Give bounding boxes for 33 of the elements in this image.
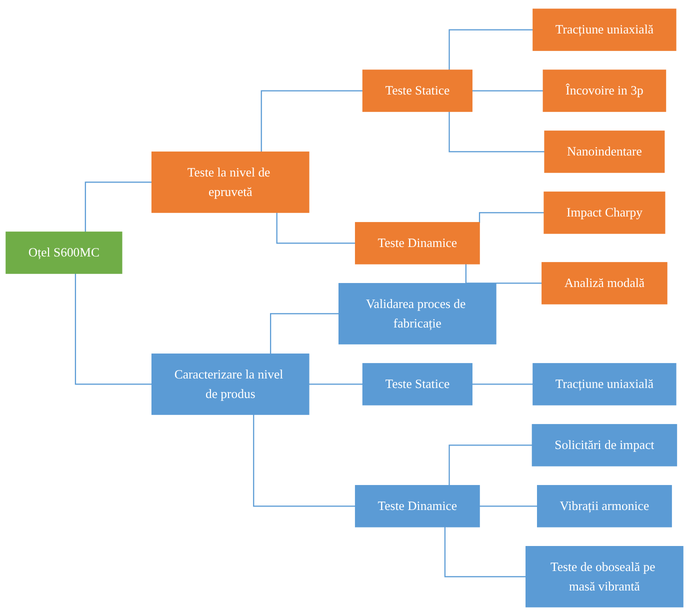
connector: [74, 274, 152, 385]
node-box: Teste Dinamice: [354, 222, 480, 264]
node-box: Analiză modală: [542, 262, 668, 304]
connector: [472, 384, 533, 385]
node-box: Tracțiune uniaxială: [532, 363, 676, 406]
connector: [260, 90, 363, 152]
node-box: Teste la nivel de epruvetă: [151, 152, 310, 213]
node-box: Teste Dinamice: [354, 485, 480, 528]
node-box: Impact Charpy: [544, 192, 666, 234]
node-box: Teste de oboseală pe masă vibrantă: [526, 546, 684, 608]
node-box: Vibrații armonice: [537, 485, 672, 528]
node-box: Teste Statice: [362, 70, 472, 112]
connector: [478, 212, 544, 223]
node-box: Tracțiune uniaxială: [532, 8, 676, 51]
connector: [270, 313, 339, 354]
connector: [276, 212, 356, 244]
connector: [448, 112, 545, 152]
node-box: Teste Statice: [362, 363, 472, 406]
connector: [448, 444, 532, 486]
connector: [478, 506, 538, 507]
node-box: Solicitări de impact: [532, 424, 678, 466]
node-box: Caracterizare la nivel de produs: [151, 354, 310, 415]
connector: [472, 90, 544, 92]
node-box: Oțel S600MC: [6, 232, 122, 274]
node-box: Nanoindentare: [544, 130, 665, 173]
connector: [253, 414, 356, 507]
node-box: Validarea proces de fabricație: [338, 283, 496, 344]
connector: [84, 182, 152, 232]
connector: [444, 526, 526, 578]
connector: [448, 29, 533, 70]
connector: [465, 264, 542, 284]
node-box: Încovoire in 3p: [542, 70, 666, 112]
connector: [308, 384, 363, 385]
